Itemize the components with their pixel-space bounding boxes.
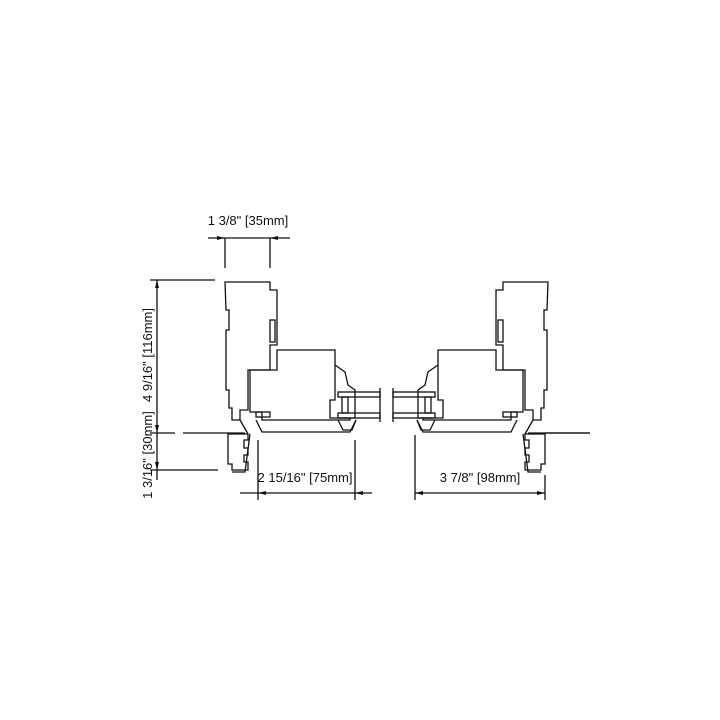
right-fixture xyxy=(392,281,591,473)
lower-height-label: 1 3/16" [30mm] xyxy=(140,411,155,499)
total-height-label: 4 9/16" [116mm] xyxy=(140,308,155,402)
right-width-dimension: 3 7/8" [98mm] xyxy=(414,435,546,500)
top-width-label: 1 3/8" [35mm] xyxy=(208,213,288,228)
left-width-dimension: 2 15/16" [75mm] xyxy=(240,440,372,500)
left-width-label: 2 15/16" [75mm] xyxy=(258,470,353,485)
height-dimension: 4 9/16" [116mm] 1 3/16" [30mm] xyxy=(140,279,218,499)
left-fixture xyxy=(182,281,381,473)
top-width-dimension: 1 3/8" [35mm] xyxy=(208,213,290,268)
right-width-label: 3 7/8" [98mm] xyxy=(440,470,520,485)
